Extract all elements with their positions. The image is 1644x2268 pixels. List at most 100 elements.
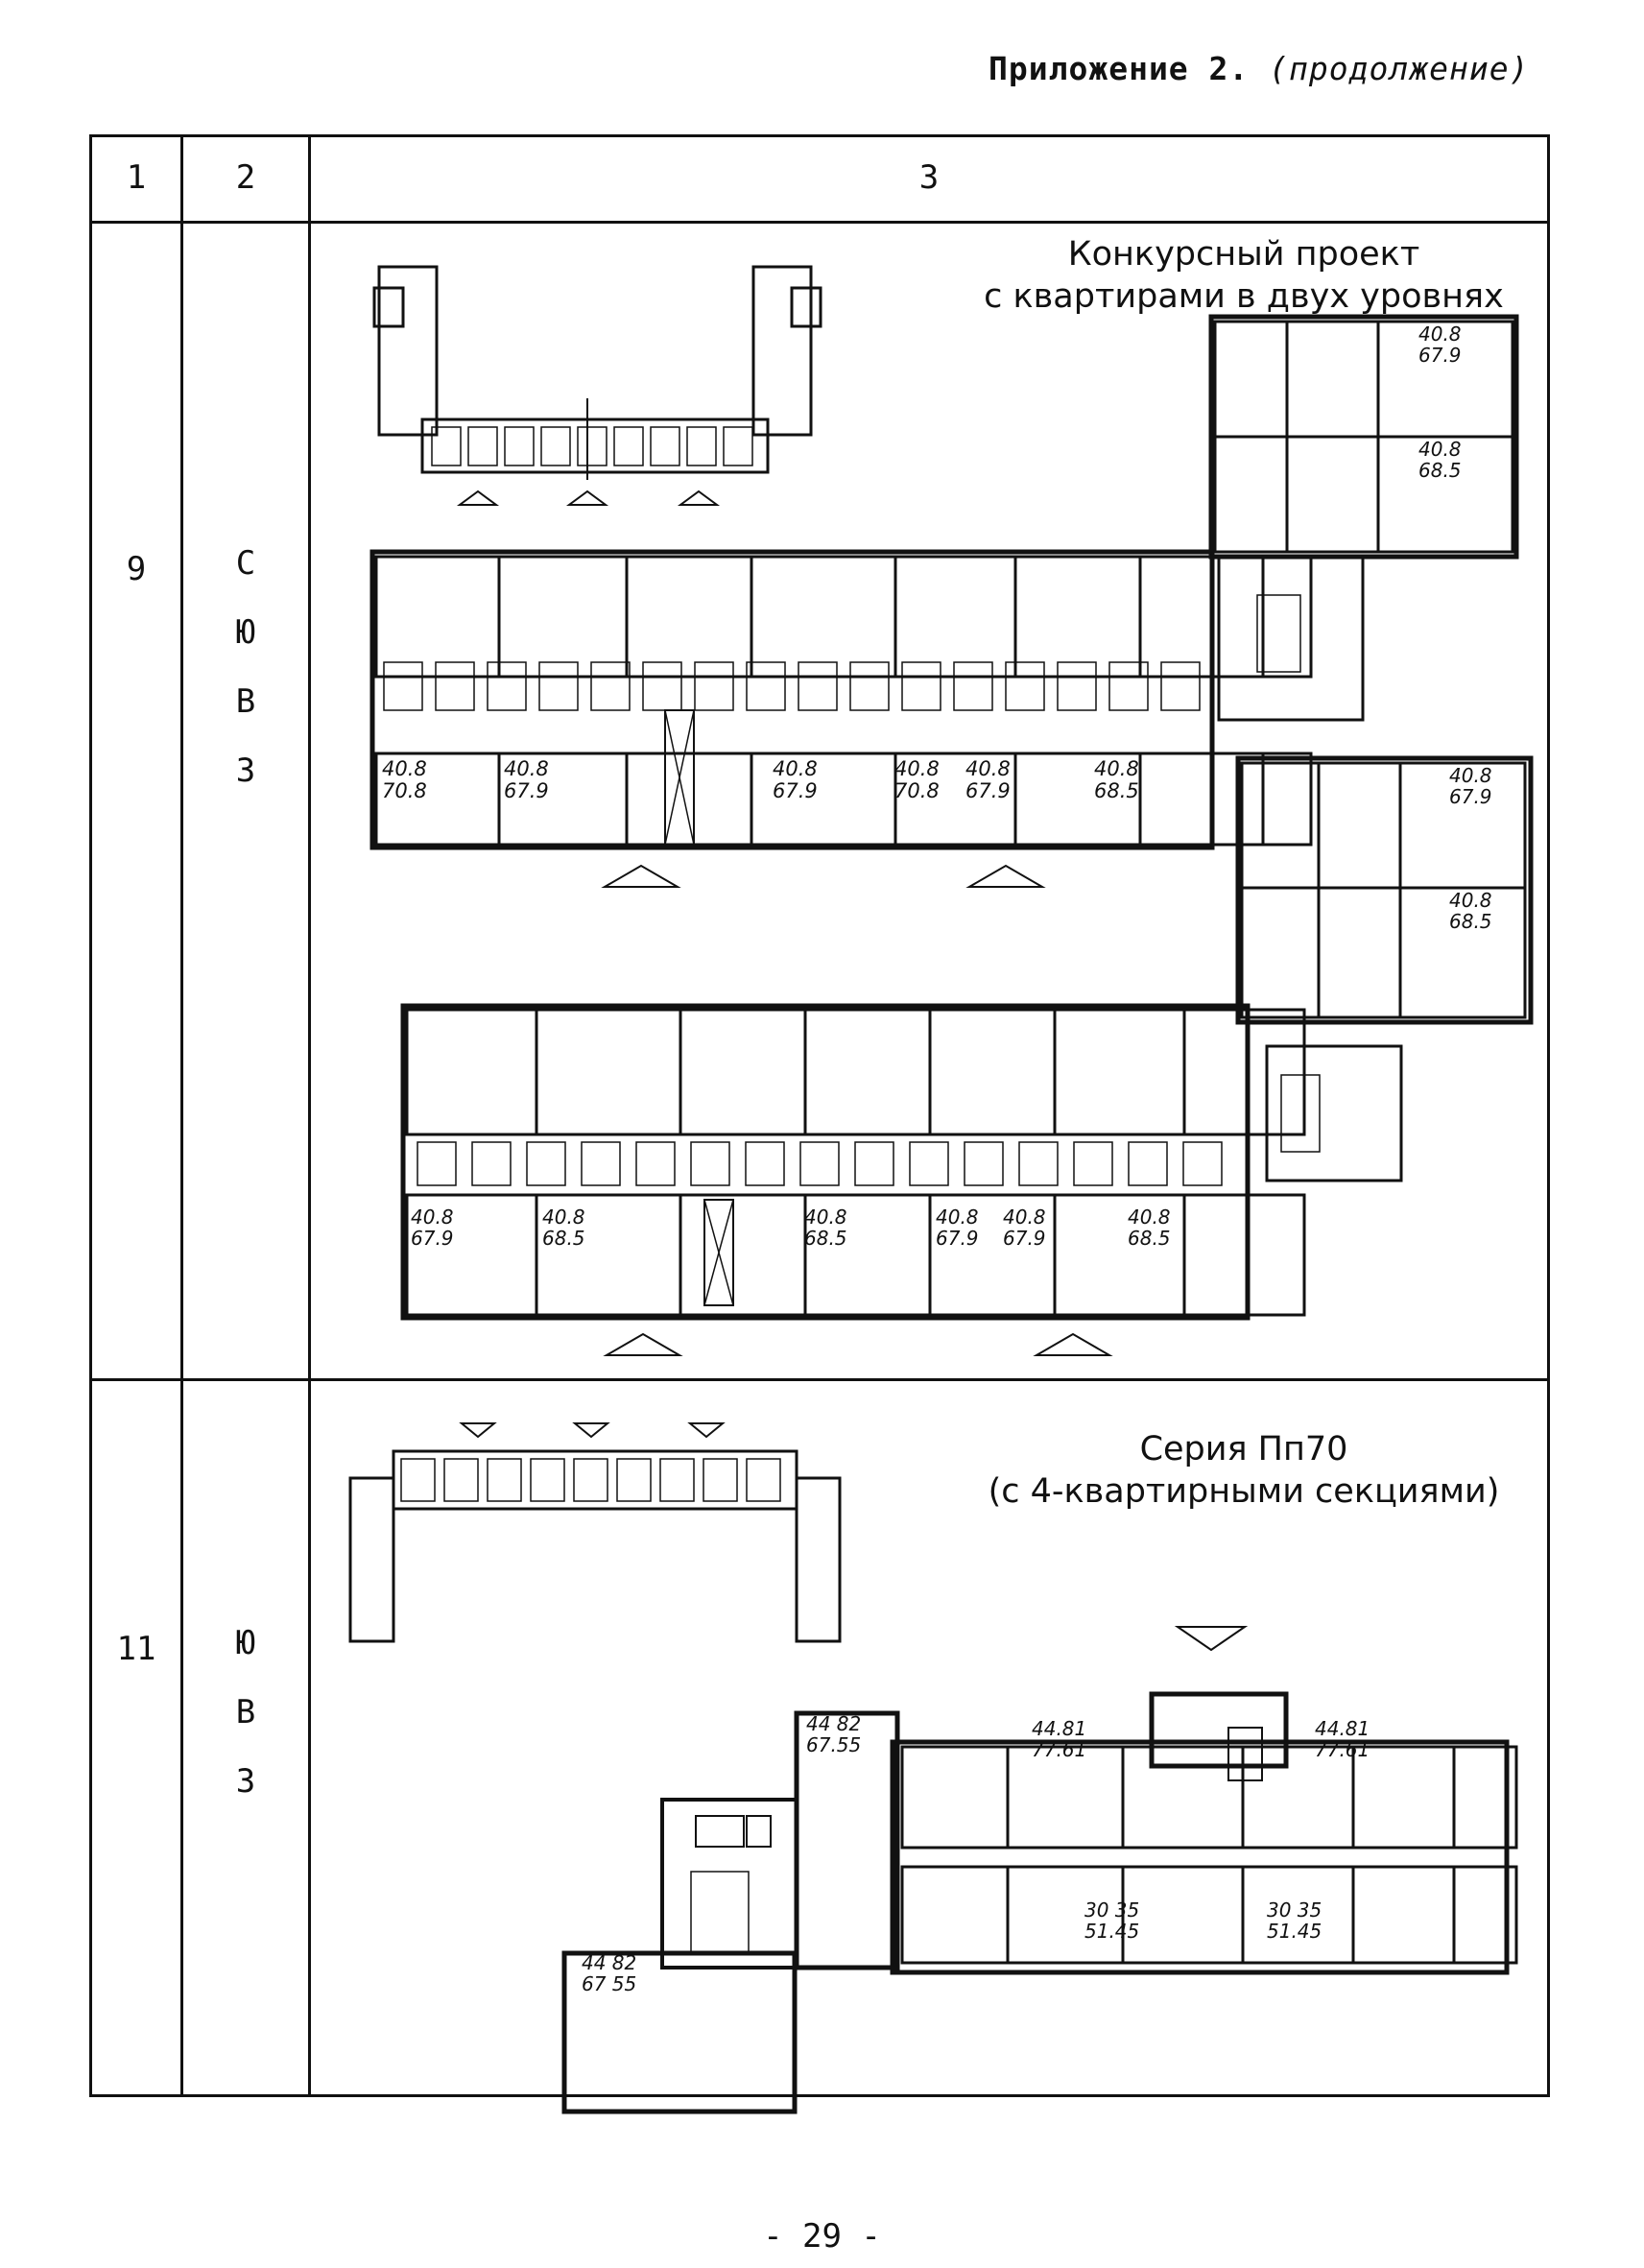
column-header-1: 1	[126, 158, 147, 197]
key-plan-cell	[703, 1458, 738, 1502]
plan-room	[1053, 1008, 1186, 1136]
plan-bath	[1182, 1141, 1223, 1186]
key-plan-cell	[686, 426, 717, 466]
key-plan-cell	[723, 426, 753, 466]
plan-room	[900, 1865, 1010, 1965]
key-plan-cell	[400, 1458, 436, 1502]
orientation-triangle	[459, 1422, 497, 1439]
plan-room	[893, 555, 1017, 679]
orientation-triangle	[572, 1422, 610, 1439]
plan-room	[535, 1008, 682, 1136]
orientation-letter: З	[235, 752, 256, 790]
plan-bath	[964, 1141, 1004, 1186]
orientation-letter: В	[235, 1693, 256, 1731]
plan-room	[1240, 761, 1321, 890]
plan-room	[1452, 1865, 1518, 1965]
appendix-table: 1 2 3 9 С Ю В З Конкурсный проект с квар…	[89, 134, 1550, 2097]
key-plan-wing	[790, 286, 822, 328]
orientation-triangle	[687, 1422, 726, 1439]
elevator-cross	[664, 709, 695, 846]
plan-bath	[953, 661, 993, 711]
plan-room	[1351, 1745, 1456, 1850]
orientation-labels: С Ю В З	[217, 529, 274, 805]
appendix-continuation: (продолжение)	[1269, 50, 1530, 87]
column-header-3: 3	[918, 158, 940, 197]
plan-bath	[383, 661, 423, 711]
orientation-letter: С	[235, 544, 256, 583]
section-outline	[369, 549, 1215, 850]
plan-bath	[849, 661, 890, 711]
plan-bath	[1073, 1141, 1113, 1186]
plan-bath	[538, 661, 579, 711]
plan-room	[1261, 555, 1313, 679]
orientation-letter: Ю	[235, 1624, 256, 1662]
caption-line: Конкурсный проект	[1067, 235, 1420, 274]
plan-room	[803, 1008, 932, 1136]
caption-line: с квартирами в двух уровнях	[984, 277, 1504, 316]
plan-room	[1285, 435, 1380, 554]
key-plan-wing	[795, 1476, 842, 1643]
plan-room	[1285, 320, 1380, 439]
elevator-cross	[703, 1199, 734, 1306]
key-plan-wing	[751, 265, 813, 437]
plan-room	[1006, 1745, 1125, 1850]
plan-room	[625, 555, 753, 679]
plan-bath	[1057, 661, 1097, 711]
orientation-triangle	[601, 864, 681, 888]
plan-bath	[1160, 661, 1201, 711]
orientation-labels: Ю В З	[217, 1609, 274, 1816]
stair	[690, 1871, 750, 1954]
key-plan-cell	[650, 426, 680, 466]
plan-room	[497, 555, 629, 679]
header-row-divider	[92, 221, 1547, 224]
key-plan-cell	[443, 1458, 479, 1502]
orientation-letter: Ю	[235, 613, 256, 652]
plan-bath	[909, 1141, 949, 1186]
key-plan-wing	[348, 1476, 395, 1643]
appendix-label: Приложение 2.	[989, 50, 1250, 87]
plan-room	[1317, 886, 1402, 1019]
orientation-letter: З	[235, 1762, 256, 1801]
orientation-triangle	[1174, 1626, 1249, 1652]
plan-room	[1121, 1865, 1245, 1965]
key-plan-body	[420, 418, 770, 474]
key-plan-cell	[530, 1458, 565, 1502]
plan-room	[1213, 435, 1289, 554]
plan-bath	[635, 1141, 676, 1186]
section-outline	[400, 1003, 1251, 1321]
plan-bath	[694, 661, 734, 711]
elevator-shaft	[1227, 1727, 1263, 1781]
plan-room	[625, 752, 753, 847]
plan-room	[1240, 886, 1321, 1019]
plan-room	[1182, 1008, 1306, 1136]
plan-room	[928, 1008, 1057, 1136]
key-plan-cell	[577, 426, 608, 466]
plan-room	[1182, 1193, 1306, 1317]
plan-bath	[590, 661, 631, 711]
plan-room	[1398, 886, 1527, 1019]
plan-room	[374, 555, 501, 679]
stair-block	[660, 1798, 798, 1970]
stair	[1280, 1074, 1321, 1153]
plan-bath	[746, 661, 786, 711]
key-plan-cell	[431, 426, 462, 466]
page-number: - 29 -	[763, 2217, 881, 2256]
orientation-triangle	[603, 1332, 683, 1356]
section-outline	[561, 1950, 798, 2114]
column-divider	[308, 137, 311, 2094]
row-number: 9	[126, 550, 147, 588]
appendix-header: Приложение 2. (продолжение)	[989, 50, 1529, 87]
plan-room	[1013, 555, 1142, 679]
section-outline	[1235, 755, 1534, 1025]
